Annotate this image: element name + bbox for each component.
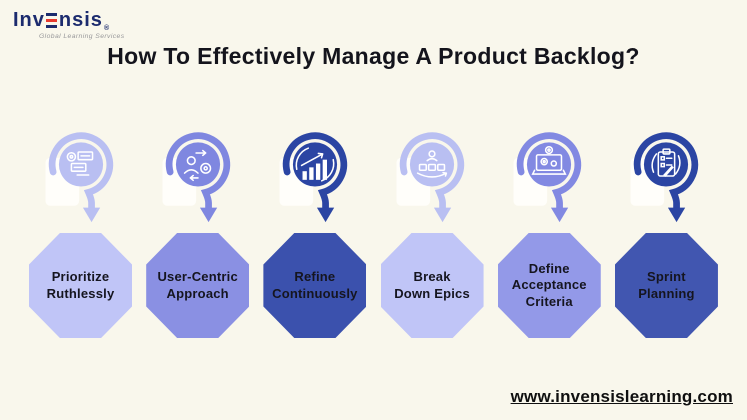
step-sprint-planning: Sprint Planning [612, 126, 721, 338]
step-refine-continuously: Refine Continuously [260, 126, 369, 338]
laptop-gears-icon [501, 126, 597, 226]
step-user-centric-approach: User-Centric Approach [143, 126, 252, 338]
registered-mark: ® [103, 25, 111, 32]
step-label: Prioritize Ruthlessly [46, 269, 115, 301]
step-label: User-Centric Approach [157, 269, 238, 301]
step-octagon: Prioritize Ruthlessly [29, 233, 132, 338]
logo-text-prefix: Inv [13, 9, 45, 31]
step-octagon: Define Acceptance Criteria [497, 233, 601, 338]
step-octagon: User-Centric Approach [146, 233, 250, 338]
sprint-checklist-icon [618, 126, 714, 226]
step-octagon: Refine Continuously [263, 233, 367, 338]
step-label: Refine Continuously [272, 269, 358, 301]
logo-e-glyph [46, 13, 58, 28]
prioritized-list-icon [33, 126, 129, 226]
step-label: Sprint Planning [638, 269, 695, 301]
user-gear-icon [150, 126, 246, 226]
logo-text-suffix: nsis [58, 9, 103, 31]
page-title: How To Effectively Manage A Product Back… [107, 43, 640, 69]
step-label: Define Acceptance Criteria [511, 261, 587, 309]
epic-hierarchy-icon [384, 126, 480, 226]
step-octagon: Break Down Epics [380, 233, 484, 338]
step-octagon: Sprint Planning [614, 233, 718, 338]
logo-tagline: Global Learning Services [39, 33, 125, 40]
step-define-acceptance-criteria: Define Acceptance Criteria [495, 126, 604, 338]
step-prioritize-ruthlessly: Prioritize Ruthlessly [26, 126, 135, 338]
steps-row: Prioritize Ruthlessly [26, 126, 721, 338]
growth-chart-icon [267, 126, 363, 226]
step-break-down-epics: Break Down Epics [378, 126, 487, 338]
website-link[interactable]: www.invensislearning.com [510, 387, 733, 406]
step-label: Break Down Epics [394, 269, 470, 301]
invensis-logo: Inv nsis ® Global Learning Services [13, 9, 125, 40]
logo-wordmark: Inv nsis ® [13, 9, 125, 32]
